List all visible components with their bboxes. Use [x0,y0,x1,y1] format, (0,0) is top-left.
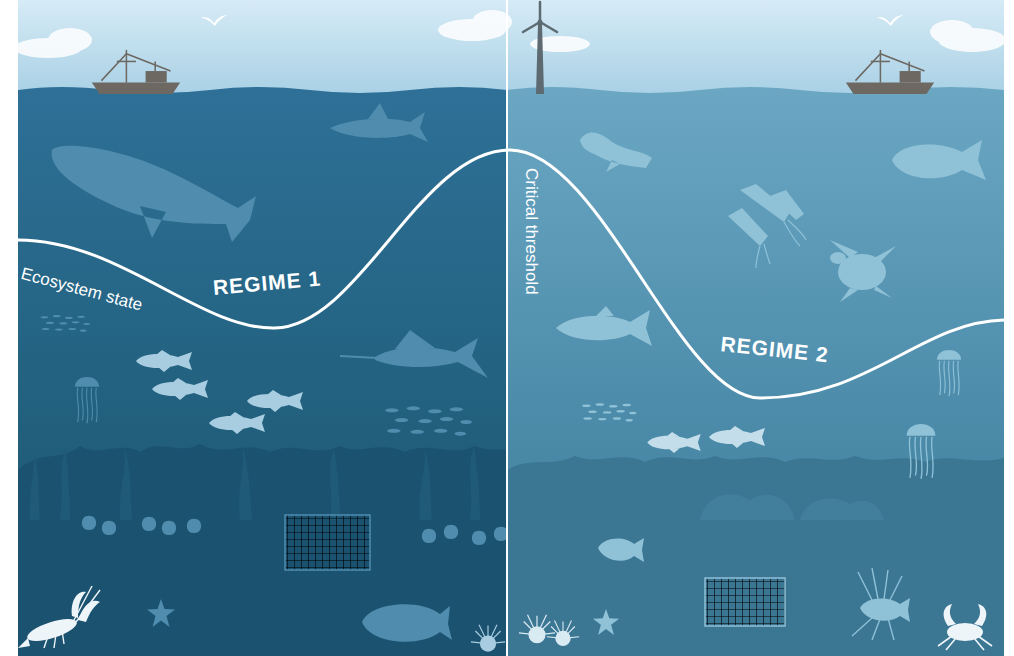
sea-urchin [471,625,505,652]
cod [136,350,192,372]
water-regime-2 [507,87,1004,656]
clouds [14,10,1006,58]
crab [938,604,992,650]
cod [647,432,700,453]
jellyfish [937,350,961,396]
jellyfish [907,424,936,479]
swordfish [340,330,488,378]
region-label: REGIME 2 [719,332,829,367]
fish-school [385,406,472,435]
seal [580,133,652,172]
seabed-regime-2 [507,456,1004,656]
fish-school [41,315,90,332]
tuna [556,306,652,346]
clam [444,525,458,539]
cod [209,412,265,434]
fishing-boat [846,50,934,94]
right-marine-life [556,133,986,640]
squid [728,184,806,268]
wind-turbine [523,2,557,94]
fishing-boat [92,50,180,94]
cod [152,378,208,400]
cod [709,426,765,448]
rocks-regime-2 [700,494,884,520]
fish-school [582,403,636,421]
clam [162,521,176,535]
region-label: Critical threshold [521,168,541,295]
fish-trap [705,578,785,626]
seagull [201,15,227,26]
dolphinfish [892,140,986,180]
flatfish [362,604,452,642]
clam [422,529,436,543]
triggerfish [598,538,644,562]
cod-group [647,426,765,453]
region-label: Ecosystem state [19,264,145,315]
starfish [593,609,619,635]
clam [494,527,508,541]
clam [472,531,486,545]
water-regime-1 [18,87,507,656]
starfish [147,599,175,627]
ecosystem-state-curve [18,150,1004,398]
sea-turtle [830,240,896,302]
region-label: REGIME 1 [212,267,322,300]
fish-trap [285,515,370,570]
clam [82,516,96,530]
sky [18,0,1004,100]
cod-group [136,350,303,434]
clam [102,521,116,535]
shark [330,103,428,142]
clam [187,519,201,533]
lionfish [852,568,910,640]
whale [52,146,256,242]
jellyfish [75,377,99,423]
seagrass-regime-1 [30,444,480,520]
divider-line [506,0,508,656]
seagull [877,15,903,26]
seabed-regime-1 [18,444,507,656]
lobster [18,586,100,648]
cod [247,390,303,412]
clam [142,517,156,531]
urchins [519,615,579,646]
